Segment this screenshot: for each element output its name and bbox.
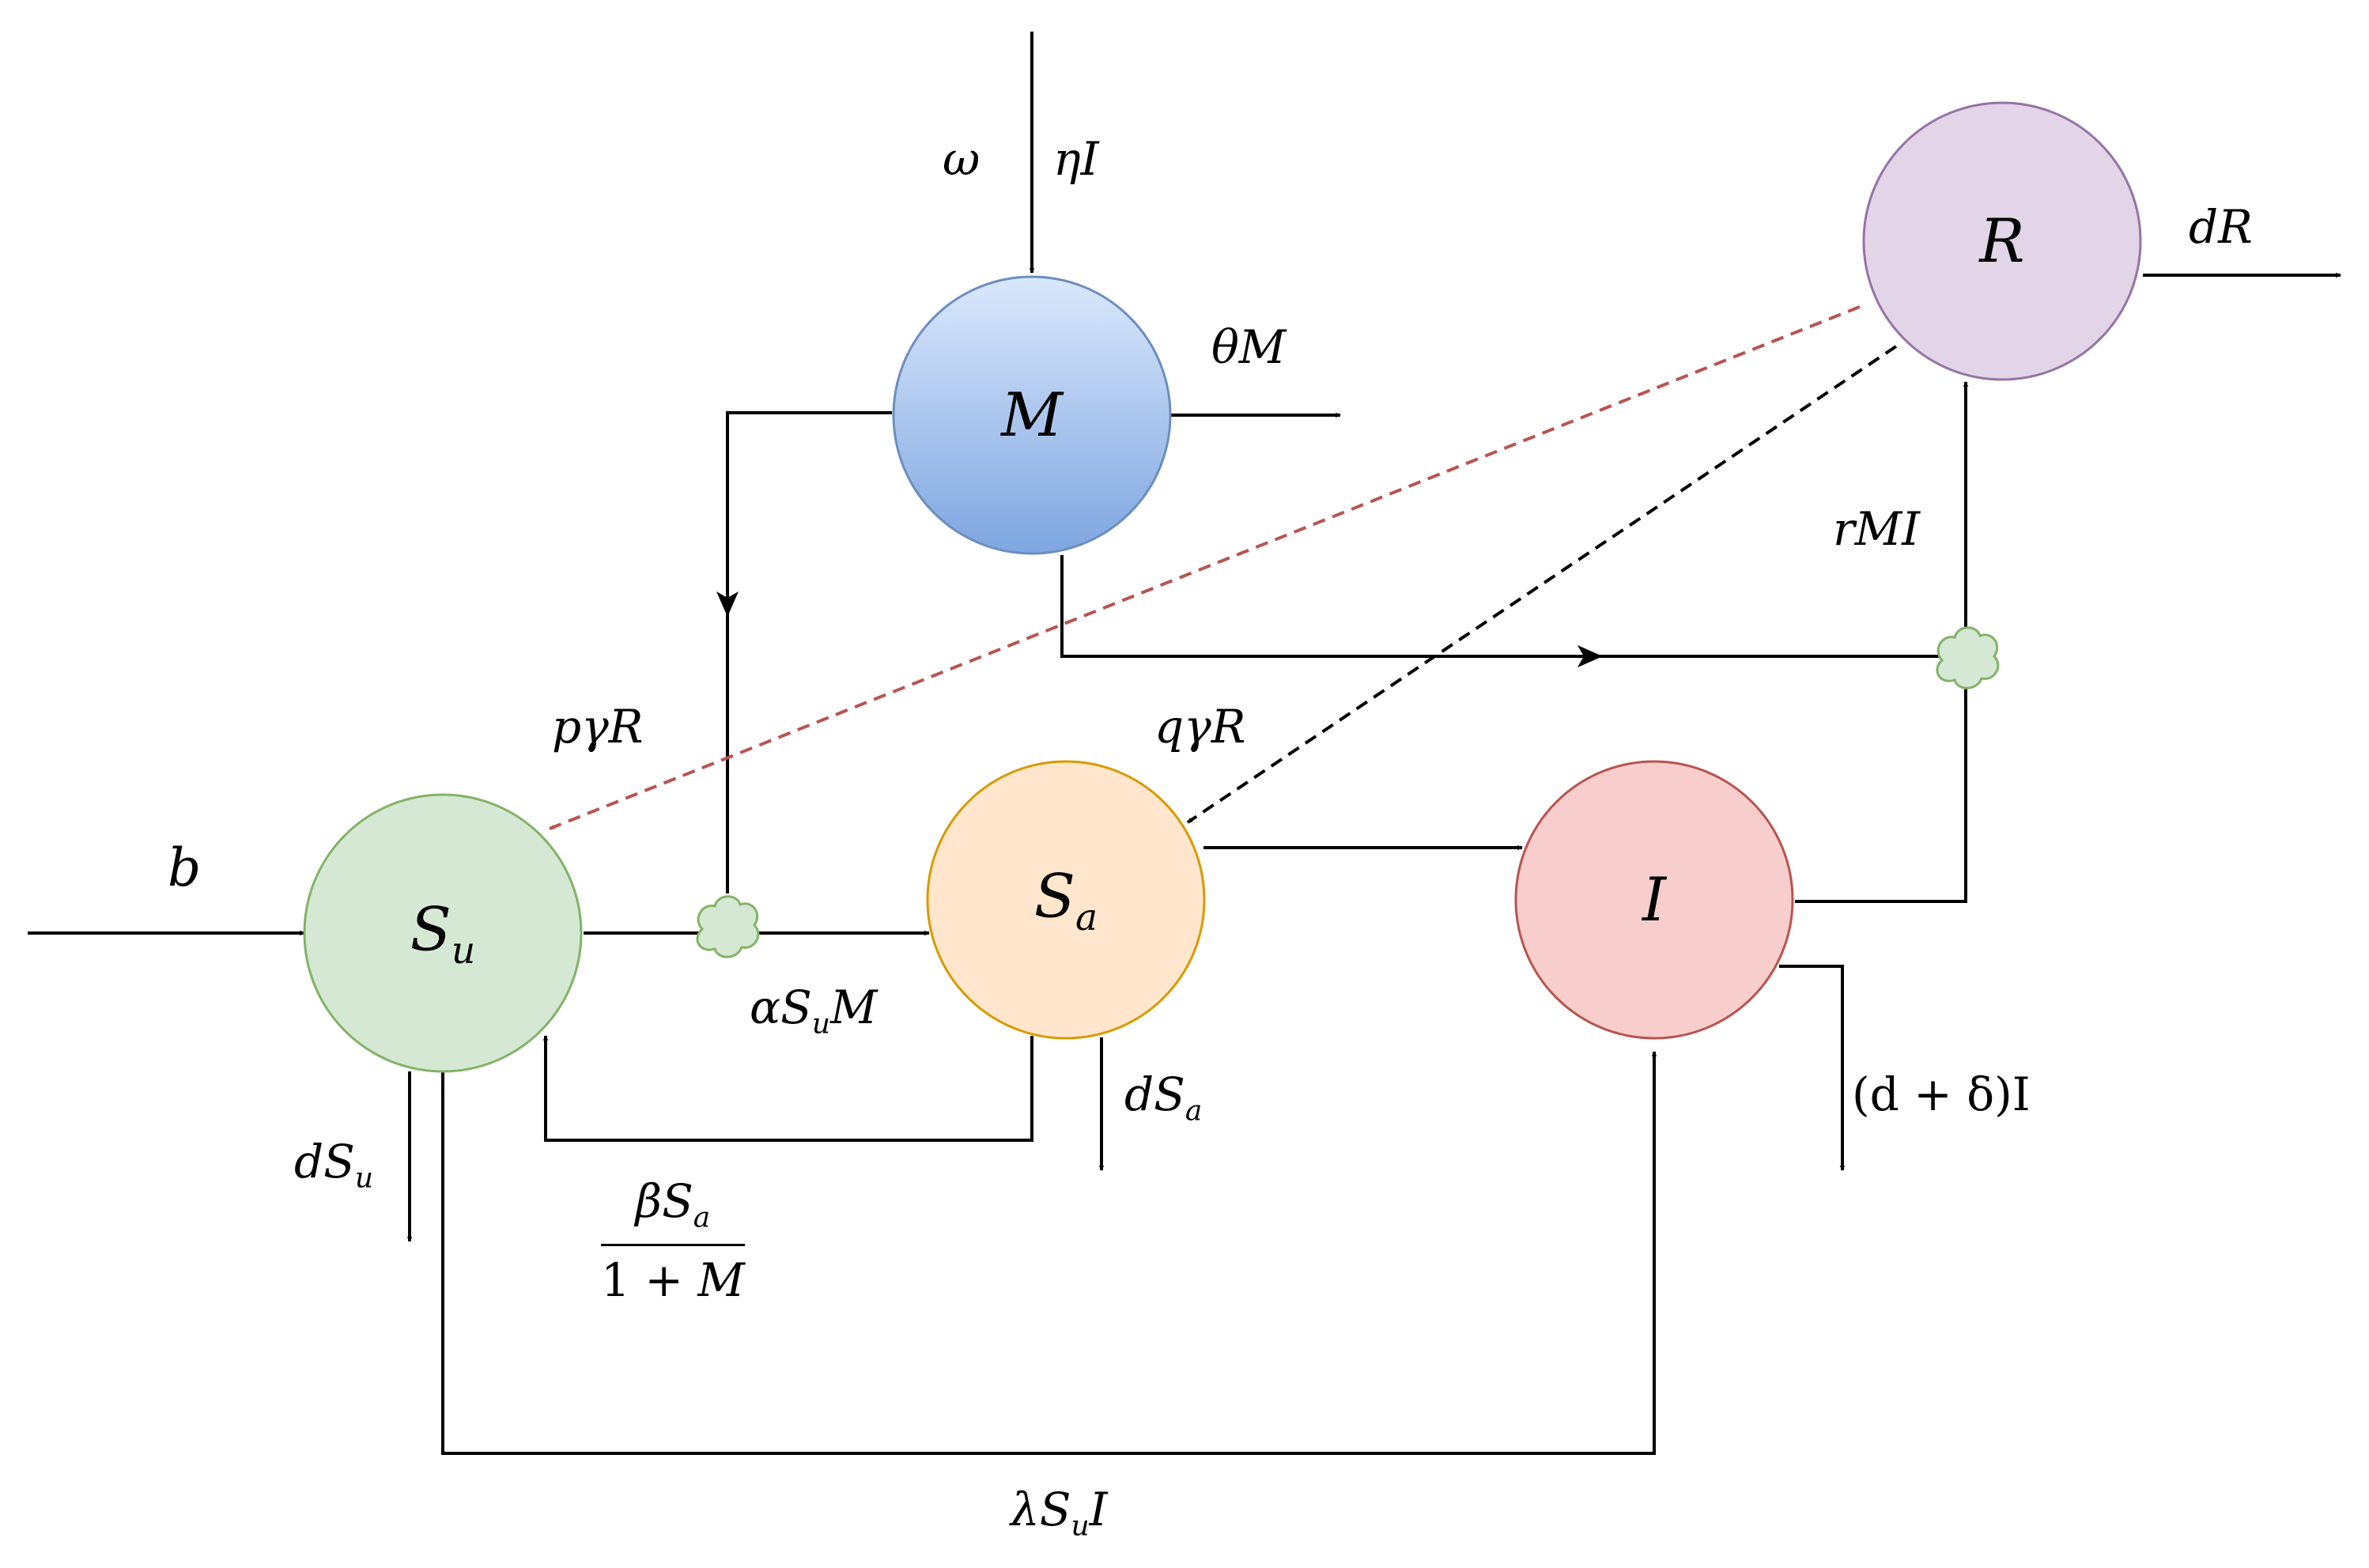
node-su-main: S: [410, 894, 452, 965]
label-d-delta-i: (d + δ)I: [1852, 1067, 2031, 1121]
label-omega: ω: [943, 132, 980, 186]
node-r-label: R: [1979, 206, 2025, 276]
label-beta-fraction-bar: [601, 1243, 745, 1246]
label-lambda-a: λS: [1011, 1483, 1071, 1536]
label-lambda-b: I: [1089, 1483, 1108, 1536]
label-beta-fraction: βSa 1 + M: [601, 1178, 745, 1303]
label-dr: dR: [2189, 200, 2253, 254]
label-dsu-sub: u: [354, 1162, 374, 1195]
label-beta-den-a: 1 +: [601, 1253, 698, 1307]
label-eta-i: ηI: [1053, 132, 1099, 186]
label-dsa-a: dS: [1124, 1067, 1185, 1121]
label-alpha-su-m: αSuM: [750, 984, 877, 1039]
label-alpha-su-m-b: M: [830, 980, 878, 1034]
label-beta-num-sub: a: [693, 1201, 711, 1234]
label-beta-denominator: 1 + M: [601, 1246, 745, 1303]
label-beta-den-b: M: [697, 1253, 745, 1307]
label-alpha-su-m-a: αS: [750, 980, 812, 1034]
label-dsa-sub: a: [1184, 1094, 1203, 1128]
node-su-circle: [303, 793, 583, 1073]
label-b: b: [168, 837, 202, 898]
label-dsu: dSu: [294, 1139, 373, 1193]
node-sa-main: S: [1033, 860, 1075, 931]
edge-su-to-i: [441, 1051, 1657, 1455]
label-p-gamma-r: pγR: [552, 700, 644, 754]
arrowhead-m-to-junction-b: [1577, 645, 1603, 667]
node-m-circle: [892, 275, 1172, 555]
node-su-sub: u: [451, 929, 476, 973]
label-beta-num-a: βS: [635, 1174, 693, 1228]
edge-i-outflow: [1779, 965, 1846, 1171]
label-dsa: dSa: [1124, 1071, 1202, 1126]
node-su-label: Su: [410, 899, 476, 973]
junction-a-cloud: [696, 895, 760, 958]
node-sa-sub: a: [1075, 896, 1098, 940]
label-q-gamma-r: qγR: [1154, 700, 1246, 754]
node-sa-circle: [926, 760, 1206, 1040]
edge-sa-to-su: [542, 1035, 1033, 1142]
label-theta-m: θM: [1211, 320, 1287, 374]
arrowhead-m-to-junction-a: [716, 591, 739, 617]
node-r-circle: [1862, 101, 2142, 381]
label-alpha-su-m-sub: u: [811, 1007, 831, 1041]
label-lambda-su-i: λSuI: [1011, 1487, 1108, 1541]
edge-m-to-junction-a: [726, 411, 892, 617]
edge-r-to-sa-dashed: [1186, 345, 1898, 824]
node-sa-label: Sa: [1034, 866, 1098, 940]
node-i-label: I: [1642, 864, 1667, 935]
edge-i-to-junction-b: [1795, 678, 1967, 903]
node-i-circle: [1514, 760, 1794, 1040]
label-rmi: rMI: [1833, 502, 1921, 556]
label-dsu-a: dS: [294, 1135, 355, 1188]
node-m-label: M: [1001, 380, 1063, 450]
label-beta-numerator: βSa: [601, 1178, 745, 1244]
edge-r-to-su-dashed: [549, 305, 1861, 830]
label-lambda-sub: u: [1071, 1509, 1090, 1543]
edge-m-to-junction-b: [1060, 555, 1945, 658]
junction-b-cloud: [1936, 626, 2000, 690]
